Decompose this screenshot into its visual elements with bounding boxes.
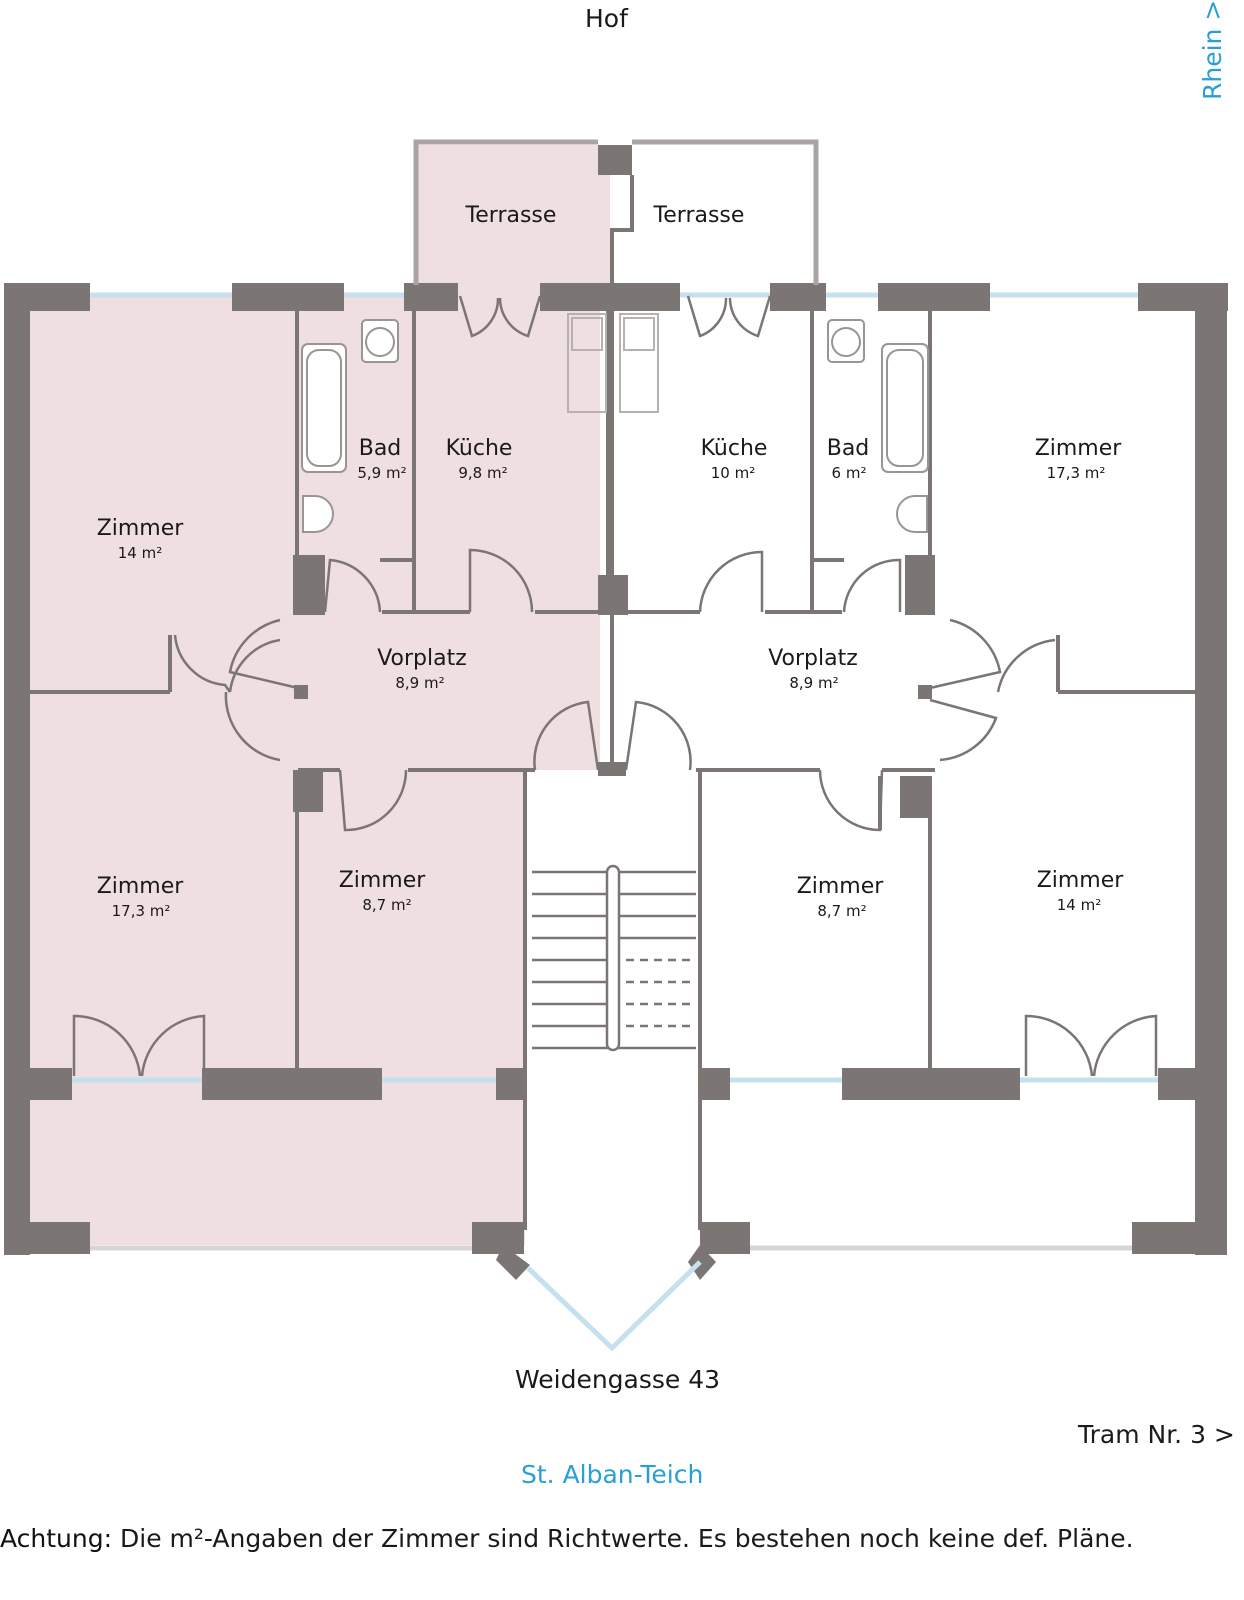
label-river: St. Alban-Teich xyxy=(521,1460,704,1489)
staircase xyxy=(532,864,696,1052)
room-kueche-left-name: Küche xyxy=(445,436,513,461)
footnote-prefix: Achtung: xyxy=(0,1524,113,1553)
room-zimmer-bl-area: 17,3 m² xyxy=(111,902,171,920)
room-kueche-right-area: 10 m² xyxy=(710,464,756,482)
footnote-text: Die m²-Angaben der Zimmer sind Richtwert… xyxy=(120,1524,1134,1553)
room-zimmer-bm-left-name: Zimmer xyxy=(338,868,426,893)
room-zimmer-bm-left-area: 8,7 m² xyxy=(362,896,412,914)
label-rhein: Rhein > xyxy=(1198,0,1227,100)
label-hof: Hof xyxy=(585,4,628,33)
windows xyxy=(72,292,1158,1352)
door-swings xyxy=(72,295,1158,1077)
terrace-outlines xyxy=(413,139,819,290)
room-terrasse-left: Terrasse xyxy=(465,203,557,228)
room-zimmer-br-name: Zimmer xyxy=(1036,868,1124,893)
room-bad-right-name: Bad xyxy=(826,436,870,461)
room-bad-left-name: Bad xyxy=(358,436,402,461)
room-kueche-right-name: Küche xyxy=(700,436,768,461)
room-zimmer-bl-name: Zimmer xyxy=(96,874,184,899)
room-zimmer-bm-right-area: 8,7 m² xyxy=(817,902,867,920)
footnote: Achtung: Die m²-Angaben der Zimmer sind … xyxy=(0,1524,1134,1553)
label-tram: Tram Nr. 3 > xyxy=(1078,1420,1235,1449)
room-bad-right-area: 6 m² xyxy=(831,464,867,482)
room-zimmer-tr-area: 17,3 m² xyxy=(1046,464,1106,482)
room-vorplatz-right-name: Vorplatz xyxy=(768,646,858,671)
room-zimmer-bm-right-name: Zimmer xyxy=(796,874,884,899)
room-zimmer-br-area: 14 m² xyxy=(1056,896,1102,914)
kitchen-counters xyxy=(567,313,659,413)
room-zimmer-tl-name: Zimmer xyxy=(96,516,184,541)
room-vorplatz-left-area: 8,9 m² xyxy=(395,674,445,692)
room-bad-left-area: 5,9 m² xyxy=(357,464,407,482)
outer-walls xyxy=(4,145,1228,1280)
room-zimmer-tr-name: Zimmer xyxy=(1034,436,1122,461)
room-zimmer-tl-area: 14 m² xyxy=(117,544,163,562)
room-terrasse-right: Terrasse xyxy=(653,203,745,228)
interior-walls xyxy=(30,311,1195,1230)
room-vorplatz-left-name: Vorplatz xyxy=(377,646,467,671)
room-vorplatz-right-area: 8,9 m² xyxy=(789,674,839,692)
bathroom-fixtures xyxy=(301,319,929,533)
room-kueche-left-area: 9,8 m² xyxy=(458,464,508,482)
label-street: Weidengasse 43 xyxy=(515,1365,721,1394)
